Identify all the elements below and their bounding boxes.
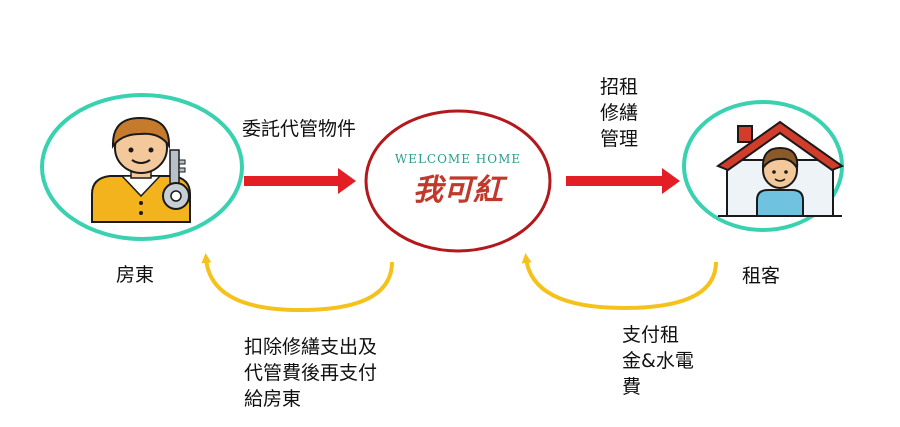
services-line: 管理 [600, 128, 639, 150]
payment-line: 支付租 [622, 324, 680, 346]
company-circle [364, 109, 552, 253]
landlord-label: 房東 [116, 264, 155, 286]
payout-line: 扣除修繕支出及 [244, 336, 378, 358]
landlord-with-key-icon [91, 116, 191, 223]
services-line: 修繕 [600, 102, 639, 124]
brand-chinese-logo: 我可紅 [413, 173, 508, 208]
services-line: 招租 [600, 76, 639, 98]
tenant-label: 租客 [742, 265, 781, 287]
arrow-landlord-to-company [244, 168, 356, 194]
services-label: 招租 修繕 管理 [600, 74, 638, 152]
payout-line: 代管費後再支付 [244, 362, 378, 384]
payout-label: 扣除修繕支出及 代管費後再支付 給房東 [244, 334, 377, 412]
payment-line: 費 [622, 376, 642, 398]
payment-line: 金&水電 [622, 350, 694, 372]
brand-english-text: WELCOME HOME [395, 152, 521, 166]
payout-line: 給房東 [244, 388, 302, 410]
payment-label: 支付租 金&水電 費 [622, 322, 694, 400]
arrow-company-to-tenant [566, 168, 680, 194]
arrow-company-to-landlord [201, 253, 394, 313]
tenant-house-icon [715, 120, 845, 217]
arrow-tenant-to-company [521, 253, 718, 311]
entrust-label: 委託代管物件 [242, 118, 357, 140]
